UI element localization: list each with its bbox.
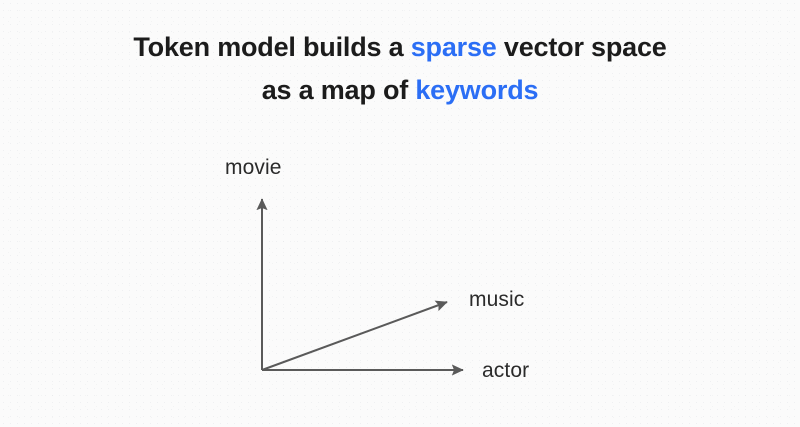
title-highlight-sparse: sparse (410, 32, 497, 62)
title-line-2: as a map of keywords (0, 69, 800, 112)
title-line-2-pre: as a map of (261, 75, 416, 105)
title-line-1-pre: Token model builds a (133, 32, 411, 62)
axis-label-movie: movie (225, 156, 282, 179)
title-highlight-keywords: keywords (415, 75, 539, 105)
axis-label-actor: actor (482, 359, 530, 382)
vector-label-music: music (469, 288, 525, 311)
title-line-1: Token model builds a sparse vector space (0, 26, 800, 69)
page-title: Token model builds a sparse vector space… (0, 26, 800, 112)
title-line-1-post: vector space (496, 32, 667, 62)
music-vector-line (261, 300, 448, 371)
